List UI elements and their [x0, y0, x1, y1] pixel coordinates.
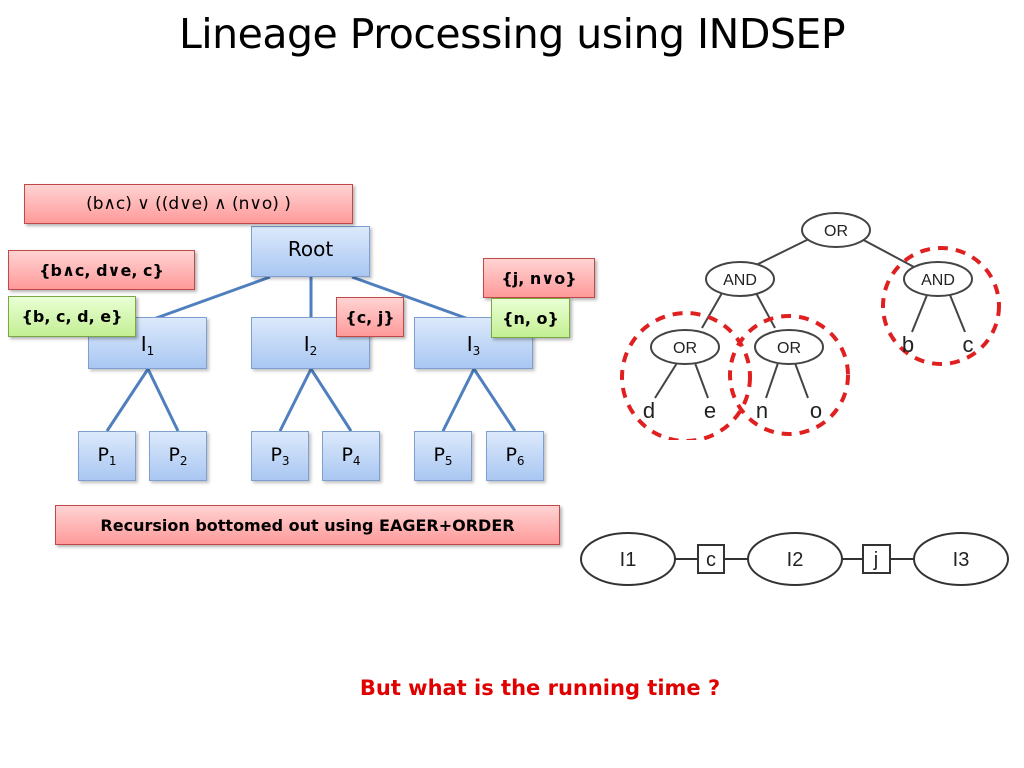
i1-label: I [140, 332, 147, 356]
root-label: Root [287, 237, 334, 261]
p4-sub: 4 [352, 454, 361, 468]
or-right-label: OR [777, 340, 801, 357]
leaf-node-p3: P3 [251, 431, 309, 481]
and-left-node [705, 261, 775, 297]
i1-vars-tag: {b, c, d, e} [8, 296, 136, 337]
p3-sub: 3 [281, 454, 290, 468]
separator-label-j: j [873, 549, 878, 571]
leaf-node-p1: P1 [78, 431, 136, 481]
i3-sub: 3 [472, 344, 481, 358]
leaf-b: b [902, 332, 914, 357]
edge-i1-p2 [146, 368, 180, 432]
leaf-node-p6: P6 [486, 431, 544, 481]
edge-root-i3 [351, 275, 475, 323]
dashed-circle-or-right [728, 314, 850, 436]
or-root-label: OR [824, 223, 848, 240]
p6-label: P [505, 444, 517, 466]
or-right-node [754, 329, 824, 365]
junction-chain: I1 I2 I3 c j [580, 532, 1009, 586]
leaf-node-p4: P4 [322, 431, 380, 481]
root-node: Root [251, 226, 370, 277]
p2-label: P [168, 444, 180, 466]
separator-box-j [862, 544, 891, 574]
p6-sub: 6 [516, 454, 525, 468]
internal-node-i2: I2 [251, 317, 370, 369]
i3-label: I [466, 332, 473, 356]
edge-i3-p5 [441, 368, 476, 432]
lineage-formula-box: (b∧c) ∨ ((d∨e) ∧ (n∨o) ) [24, 184, 353, 224]
or-left-node [650, 329, 720, 365]
leaf-node-p5: P5 [414, 431, 472, 481]
formula-tree: OR AND AND OR OR b c d e n o [620, 212, 1001, 440]
separator-label-c: c [706, 549, 716, 571]
i3-vars-tag: {n, o} [491, 298, 570, 338]
i1-lineage-tag: {b∧c, d∨e, c} [8, 250, 195, 290]
leaf-n: n [756, 398, 768, 423]
edge-i2-p3 [278, 368, 313, 432]
leaf-node-p2: P2 [149, 431, 207, 481]
leaf-d: d [643, 398, 655, 423]
dashed-circle-or-left [620, 311, 752, 440]
p3-label: P [270, 444, 282, 466]
edge-root-i1 [147, 275, 271, 323]
or-left-label: OR [673, 340, 697, 357]
p2-sub: 2 [179, 454, 188, 468]
separator-box-c [697, 544, 725, 574]
p4-label: P [341, 444, 353, 466]
chain-node-i2 [747, 532, 843, 586]
edge-i1-p1 [105, 368, 150, 432]
i2-separator-tag: {c, j} [336, 297, 404, 337]
i2-label: I [303, 332, 310, 356]
edge-i2-p4 [309, 368, 353, 432]
and-left-label: AND [723, 272, 757, 289]
i2-sub: 2 [309, 344, 318, 358]
chain-node-i3 [913, 532, 1009, 586]
p5-label: P [433, 444, 445, 466]
leaf-c: c [963, 332, 974, 357]
chain-node-i1 [580, 532, 676, 586]
leaf-o: o [810, 398, 822, 423]
i3-lineage-tag: {j, n∨o} [483, 258, 595, 298]
running-time-question: But what is the running time ? [359, 676, 721, 700]
p1-sub: 1 [108, 454, 117, 468]
chain-label-i3: I3 [953, 549, 970, 571]
page-title: Lineage Processing using INDSEP [178, 10, 846, 58]
leaf-e: e [704, 398, 716, 423]
and-right-label: AND [921, 272, 955, 289]
dashed-circle-and-right [881, 246, 1001, 366]
edge-i3-p6 [472, 368, 517, 432]
or-root-node [801, 212, 871, 248]
chain-label-i1: I1 [620, 549, 637, 571]
recursion-note: Recursion bottomed out using EAGER+ORDER [55, 505, 560, 545]
p5-sub: 5 [444, 454, 453, 468]
and-right-node [903, 261, 973, 297]
chain-label-i2: I2 [787, 549, 804, 571]
p1-label: P [97, 444, 109, 466]
i1-sub: 1 [146, 344, 155, 358]
